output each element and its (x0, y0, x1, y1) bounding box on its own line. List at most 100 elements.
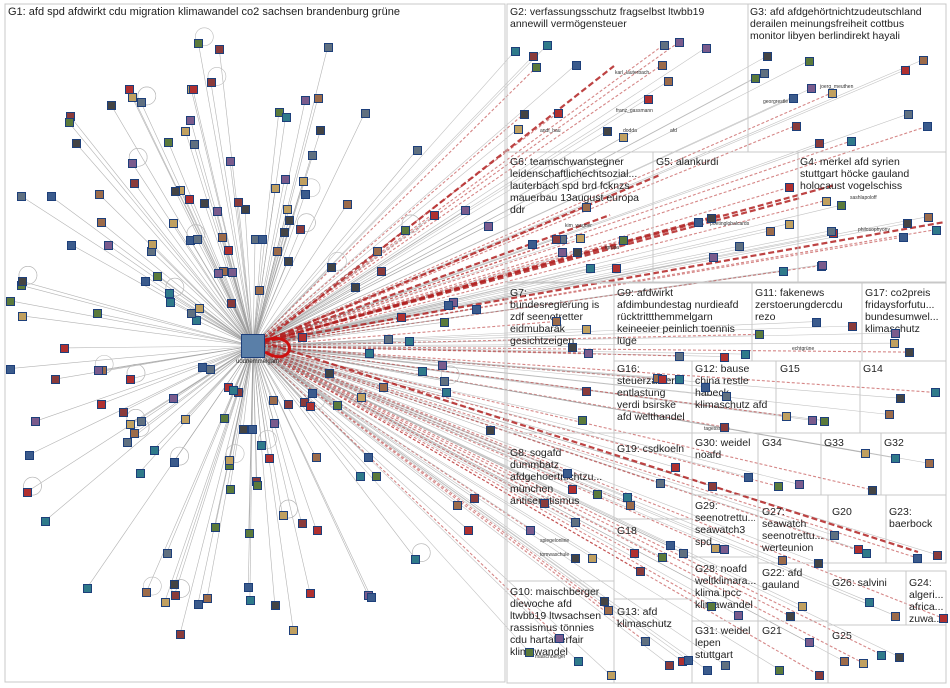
user-node[interactable] (404, 336, 414, 346)
user-node[interactable] (417, 367, 427, 377)
user-node[interactable] (269, 396, 278, 406)
user-node[interactable] (301, 96, 311, 106)
user-node[interactable] (280, 228, 290, 238)
user-node[interactable] (567, 342, 577, 352)
user-node[interactable] (891, 329, 901, 339)
user-node[interactable] (191, 316, 201, 326)
user-node[interactable] (219, 413, 229, 423)
user-node[interactable] (740, 350, 750, 360)
user-node[interactable] (581, 203, 591, 213)
user-node[interactable] (118, 407, 128, 417)
user-node[interactable] (905, 348, 915, 358)
user-node[interactable] (123, 437, 133, 447)
user-node[interactable] (868, 485, 878, 495)
user-node[interactable] (22, 488, 32, 498)
user-node[interactable] (542, 41, 552, 51)
user-node[interactable] (540, 498, 550, 508)
user-node[interactable] (130, 429, 140, 439)
user-node[interactable] (693, 217, 703, 227)
user-node[interactable] (225, 157, 235, 167)
user-node[interactable] (283, 400, 293, 410)
user-node[interactable] (171, 186, 181, 196)
user-node[interactable] (678, 549, 688, 559)
user-node[interactable] (166, 297, 176, 307)
user-node[interactable] (299, 177, 309, 187)
user-node[interactable] (412, 146, 422, 156)
user-node[interactable] (664, 77, 674, 87)
user-node[interactable] (797, 601, 807, 611)
user-node[interactable] (619, 235, 629, 245)
user-node[interactable] (754, 330, 764, 340)
user-node[interactable] (778, 267, 788, 277)
user-node[interactable] (719, 422, 729, 432)
user-node[interactable] (350, 282, 360, 292)
user-node[interactable] (623, 492, 633, 502)
user-node[interactable] (125, 375, 135, 385)
user-node[interactable] (135, 468, 145, 478)
user-node[interactable] (94, 190, 104, 199)
user-node[interactable] (513, 124, 523, 134)
user-node[interactable] (6, 364, 15, 374)
user-node[interactable] (59, 343, 69, 353)
user-node[interactable] (671, 463, 681, 473)
user-node[interactable] (141, 277, 151, 287)
user-node[interactable] (805, 56, 815, 66)
user-node[interactable] (785, 611, 795, 621)
user-node[interactable] (316, 126, 326, 136)
user-node[interactable] (200, 198, 210, 208)
user-node[interactable] (655, 478, 665, 488)
user-node[interactable] (830, 531, 840, 541)
user-node[interactable] (241, 205, 251, 215)
user-node[interactable] (376, 267, 386, 277)
user-node[interactable] (213, 269, 223, 279)
user-node[interactable] (932, 225, 942, 235)
user-node[interactable] (471, 304, 481, 314)
user-node[interactable] (865, 597, 875, 607)
user-node[interactable] (281, 112, 291, 122)
user-node[interactable] (775, 665, 785, 675)
user-node[interactable] (486, 425, 495, 435)
user-node[interactable] (585, 264, 595, 274)
user-node[interactable] (223, 245, 233, 255)
user-node[interactable] (635, 566, 645, 576)
user-node[interactable] (282, 205, 292, 215)
user-node[interactable] (96, 218, 106, 228)
user-node[interactable] (181, 127, 191, 137)
user-node[interactable] (211, 523, 221, 533)
user-node[interactable] (588, 553, 598, 563)
user-node[interactable] (40, 517, 50, 527)
user-node[interactable] (575, 233, 585, 243)
user-node[interactable] (24, 451, 34, 460)
user-node[interactable] (795, 480, 805, 490)
user-node[interactable] (234, 198, 244, 208)
user-node[interactable] (773, 482, 783, 492)
user-node[interactable] (765, 226, 775, 236)
user-node[interactable] (751, 73, 761, 83)
user-node[interactable] (307, 150, 317, 160)
user-node[interactable] (592, 489, 602, 499)
user-node[interactable] (188, 84, 198, 94)
user-node[interactable] (176, 630, 186, 640)
user-node[interactable] (313, 93, 323, 103)
user-node[interactable] (289, 626, 299, 636)
user-node[interactable] (181, 414, 191, 424)
user-node[interactable] (272, 246, 282, 256)
user-node[interactable] (306, 589, 316, 599)
user-node[interactable] (719, 352, 729, 362)
user-node[interactable] (305, 402, 315, 412)
user-node[interactable] (584, 348, 594, 358)
user-node[interactable] (142, 588, 152, 598)
user-node[interactable] (877, 650, 887, 660)
user-node[interactable] (170, 580, 180, 590)
user-node[interactable] (164, 138, 174, 148)
user-node[interactable] (212, 206, 222, 216)
user-node[interactable] (225, 484, 235, 494)
user-node[interactable] (582, 387, 592, 397)
user-node[interactable] (82, 584, 92, 594)
user-node[interactable] (814, 670, 824, 680)
user-node[interactable] (308, 389, 318, 399)
user-node[interactable] (186, 308, 196, 318)
user-node[interactable] (603, 126, 613, 136)
user-node[interactable] (551, 234, 561, 244)
user-node[interactable] (401, 225, 410, 235)
